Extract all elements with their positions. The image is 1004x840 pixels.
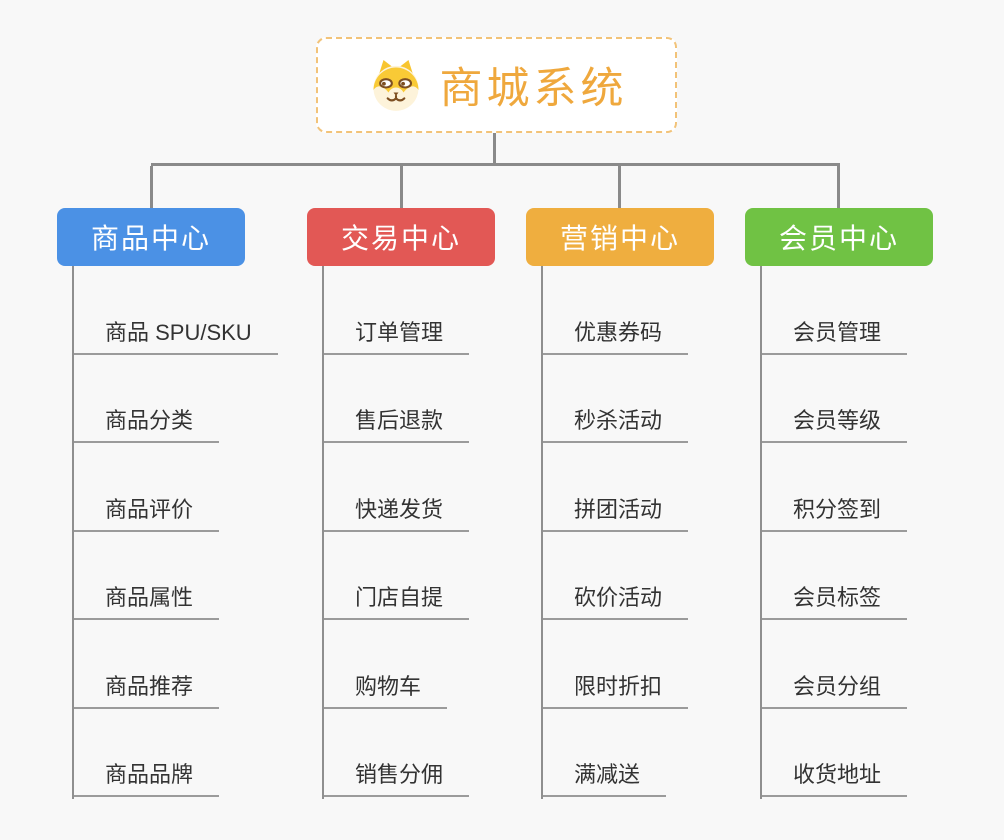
list-item-label: 订单管理 — [322, 315, 470, 355]
list-item[interactable]: 积分签到 — [760, 443, 933, 532]
list-item[interactable]: 拼团活动 — [541, 443, 714, 532]
list-item-label: 会员分组 — [760, 669, 908, 709]
connector-root-stub — [493, 133, 496, 163]
list-item-label: 商品推荐 — [72, 669, 220, 709]
list-item[interactable]: 商品属性 — [72, 532, 245, 620]
list-item-label: 购物车 — [322, 669, 448, 709]
list-item-label: 积分签到 — [760, 492, 908, 532]
list-item-label: 会员标签 — [760, 580, 908, 620]
branch-node-trade-center[interactable]: 交易中心 — [307, 208, 495, 266]
list-item[interactable]: 售后退款 — [322, 355, 495, 443]
list-item[interactable]: 商品 SPU/SKU — [72, 266, 278, 355]
branch-node-product-center[interactable]: 商品中心 — [57, 208, 245, 266]
list-item-label: 商品 SPU/SKU — [72, 315, 278, 355]
list-item[interactable]: 销售分佣 — [322, 709, 495, 797]
list-item[interactable]: 会员管理 — [760, 266, 933, 355]
branch-connector-line — [541, 266, 543, 799]
list-item[interactable]: 商品推荐 — [72, 620, 245, 709]
list-item[interactable]: 限时折扣 — [541, 620, 714, 709]
list-item-label: 商品评价 — [72, 492, 220, 532]
branch-trade-center: 交易中心 订单管理 售后退款 快递发货 门店自提 购物车 销售分佣 — [307, 208, 495, 799]
list-item-label: 秒杀活动 — [541, 403, 689, 443]
list-item[interactable]: 商品分类 — [72, 355, 245, 443]
list-item[interactable]: 会员分组 — [760, 620, 933, 709]
list-item[interactable]: 快递发货 — [322, 443, 495, 532]
branch-item-list: 优惠券码 秒杀活动 拼团活动 砍价活动 限时折扣 满减送 — [541, 266, 714, 799]
list-item-label: 商品属性 — [72, 580, 220, 620]
list-item-label: 销售分佣 — [322, 757, 470, 797]
branch-item-list: 订单管理 售后退款 快递发货 门店自提 购物车 销售分佣 — [322, 266, 495, 799]
list-item-label: 快递发货 — [322, 492, 470, 532]
list-item-label: 售后退款 — [322, 403, 470, 443]
branch-item-list: 会员管理 会员等级 积分签到 会员标签 会员分组 收货地址 — [760, 266, 933, 799]
branch-connector-line — [322, 266, 324, 799]
connector-drop-branch-1 — [150, 166, 153, 208]
list-item[interactable]: 会员标签 — [760, 532, 933, 620]
list-item[interactable]: 优惠券码 — [541, 266, 714, 355]
branch-node-member-center[interactable]: 会员中心 — [745, 208, 933, 266]
list-item-label: 商品分类 — [72, 403, 220, 443]
list-item-label: 满减送 — [541, 757, 667, 797]
list-item-label: 门店自提 — [322, 580, 470, 620]
list-item-label: 拼团活动 — [541, 492, 689, 532]
list-item[interactable]: 秒杀活动 — [541, 355, 714, 443]
list-item[interactable]: 购物车 — [322, 620, 495, 709]
branch-item-list: 商品 SPU/SKU 商品分类 商品评价 商品属性 商品推荐 商品品牌 — [72, 266, 278, 799]
branch-node-marketing-center[interactable]: 营销中心 — [526, 208, 714, 266]
list-item[interactable]: 会员等级 — [760, 355, 933, 443]
dog-icon — [366, 57, 426, 113]
list-item-label: 限时折扣 — [541, 669, 689, 709]
branch-connector-line — [72, 266, 74, 799]
list-item[interactable]: 砍价活动 — [541, 532, 714, 620]
list-item-label: 优惠券码 — [541, 315, 689, 355]
connector-drop-branch-3 — [618, 166, 621, 208]
list-item-label: 商品品牌 — [72, 757, 220, 797]
list-item-label: 砍价活动 — [541, 580, 689, 620]
list-item[interactable]: 商品品牌 — [72, 709, 245, 797]
connector-horizontal-line — [151, 163, 840, 166]
branch-product-center: 商品中心 商品 SPU/SKU 商品分类 商品评价 商品属性 商品推荐 商品品牌 — [57, 208, 278, 799]
list-item[interactable]: 订单管理 — [322, 266, 495, 355]
list-item-label: 会员管理 — [760, 315, 908, 355]
list-item-label: 会员等级 — [760, 403, 908, 443]
connector-drop-branch-2 — [400, 166, 403, 208]
branch-member-center: 会员中心 会员管理 会员等级 积分签到 会员标签 会员分组 收货地址 — [745, 208, 933, 799]
root-node[interactable]: 商城系统 — [316, 37, 677, 133]
list-item-label: 收货地址 — [760, 757, 908, 797]
list-item[interactable]: 门店自提 — [322, 532, 495, 620]
branch-connector-line — [760, 266, 762, 799]
branch-marketing-center: 营销中心 优惠券码 秒杀活动 拼团活动 砍价活动 限时折扣 满减送 — [526, 208, 714, 799]
list-item[interactable]: 收货地址 — [760, 709, 933, 797]
root-node-title: 商城系统 — [439, 65, 628, 113]
connector-drop-branch-4 — [837, 166, 840, 208]
list-item[interactable]: 满减送 — [541, 709, 714, 797]
list-item[interactable]: 商品评价 — [72, 443, 245, 532]
